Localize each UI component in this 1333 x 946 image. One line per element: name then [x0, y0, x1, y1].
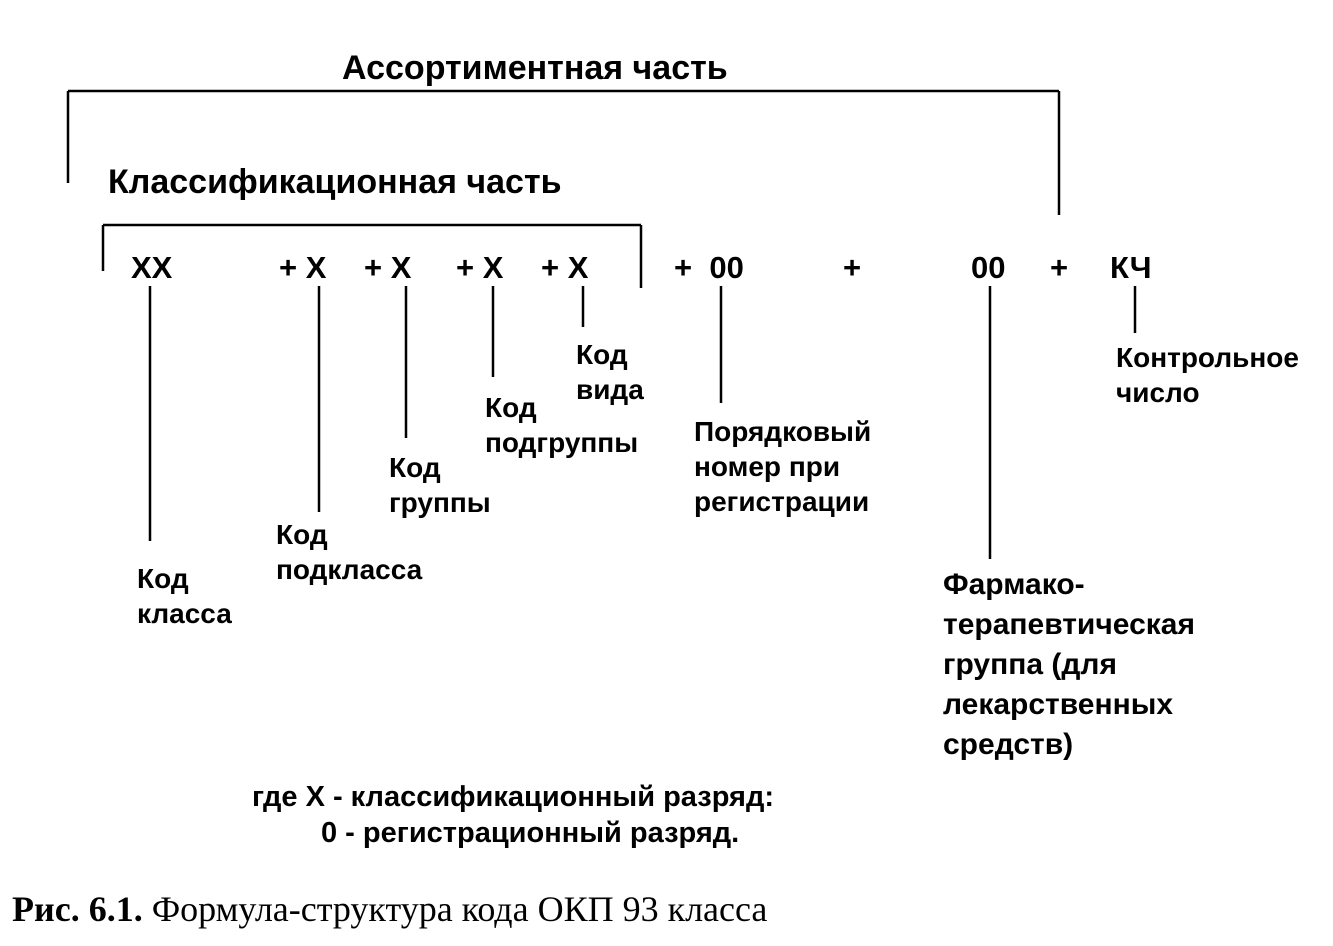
label-pharma-line-2: терапевтическая [943, 608, 1195, 641]
label-group-line-1: Код [389, 452, 441, 483]
code-segment-pharma: 00 [971, 250, 1006, 285]
code-segment-subclass: + X [279, 250, 327, 285]
legend-line-x: где X - классификационный разряд: [252, 781, 775, 813]
classification-part-heading: Классификационная часть [108, 163, 562, 201]
label-subgroup-line-2: подгруппы [485, 427, 639, 458]
code-segment-plus: + [843, 250, 862, 285]
label-check-line-1: Контрольное [1116, 342, 1299, 373]
label-subclass-code: Код подкласса [276, 517, 422, 587]
label-kind-line-2: вида [576, 374, 644, 405]
figure-caption: Рис. 6.1. Формула-структура кода ОКП 93 … [12, 888, 767, 930]
label-group-line-2: группы [389, 487, 491, 518]
label-serial-line-1: Порядковый [694, 416, 872, 447]
code-segment-subgroup: + X [456, 250, 504, 285]
code-segment-check: КЧ [1110, 250, 1152, 285]
label-serial-line-3: регистрации [694, 486, 870, 517]
label-check-line-2: число [1116, 377, 1200, 408]
label-class-line-1: Код [137, 563, 189, 594]
label-class-line-2: класса [137, 598, 232, 629]
code-segment-class: XX [131, 250, 173, 285]
label-pharma-line-3: группа (для [943, 648, 1117, 681]
label-subclass-line-1: Код [276, 519, 328, 550]
label-kind-code: Код вида [576, 337, 644, 407]
code-segment-serial: + 00 [674, 250, 744, 285]
code-segment-group: + X [364, 250, 412, 285]
label-pharma-line-1: Фармако- [943, 568, 1085, 601]
label-pharma-line-4: лекарственных [943, 688, 1174, 721]
label-pharma-line-5: средств) [943, 728, 1074, 761]
figure-number: Рис. 6.1. [12, 889, 143, 929]
label-serial-line-2: номер при [694, 451, 841, 482]
label-subclass-line-2: подкласса [276, 554, 423, 585]
label-check-number: Контрольное число [1116, 340, 1299, 410]
legend-line-zero: 0 - регистрационный разряд. [321, 817, 740, 849]
label-kind-line-1: Код [576, 339, 628, 370]
label-subgroup-line-1: Код [485, 392, 537, 423]
assortment-part-heading: Ассортиментная часть [342, 49, 728, 87]
label-group-code: Код группы [389, 450, 491, 520]
code-segment-kind: + X [541, 250, 589, 285]
code-segment-plus-check: + [1050, 250, 1069, 285]
label-subgroup-code: Код подгруппы [485, 390, 638, 460]
label-class-code: Код класса [137, 561, 232, 631]
label-serial-number: Порядковый номер при регистрации [694, 414, 871, 519]
label-pharma-group: Фармако- терапевтическая группа (для лек… [943, 565, 1195, 765]
figure-caption-text: Формула-структура кода ОКП 93 класса [151, 889, 768, 929]
